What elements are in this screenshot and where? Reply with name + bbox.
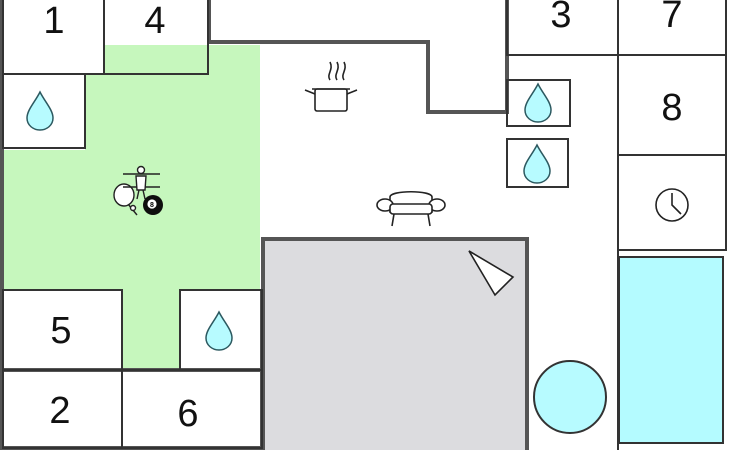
bathroom-2 [506, 79, 571, 127]
swimming-pool-icon [618, 256, 724, 444]
room-6 [121, 369, 263, 449]
billiard-ball-label: 8 [150, 202, 154, 209]
room-number-2: 2 [49, 390, 70, 432]
cooking-pot-icon [304, 61, 358, 112]
room-number-3: 3 [550, 0, 571, 36]
room-4 [103, 0, 209, 75]
bathroom-3 [506, 138, 569, 188]
hot-tub-icon [533, 360, 607, 434]
room-number-6: 6 [177, 393, 198, 435]
room-number-1: 1 [43, 0, 64, 42]
room-number-8: 8 [661, 87, 682, 129]
bathroom-1 [2, 73, 86, 149]
table-football-icon [123, 165, 160, 200]
direction-arrow-icon [468, 250, 515, 297]
table-tennis-icon [113, 183, 138, 216]
sofa-icon [376, 190, 446, 227]
room-number-5: 5 [50, 310, 71, 352]
billiard-8-ball-icon: 8 [143, 195, 163, 215]
room-number-4: 4 [144, 0, 165, 42]
clock-icon [655, 188, 689, 222]
room-number-7: 7 [661, 0, 682, 36]
